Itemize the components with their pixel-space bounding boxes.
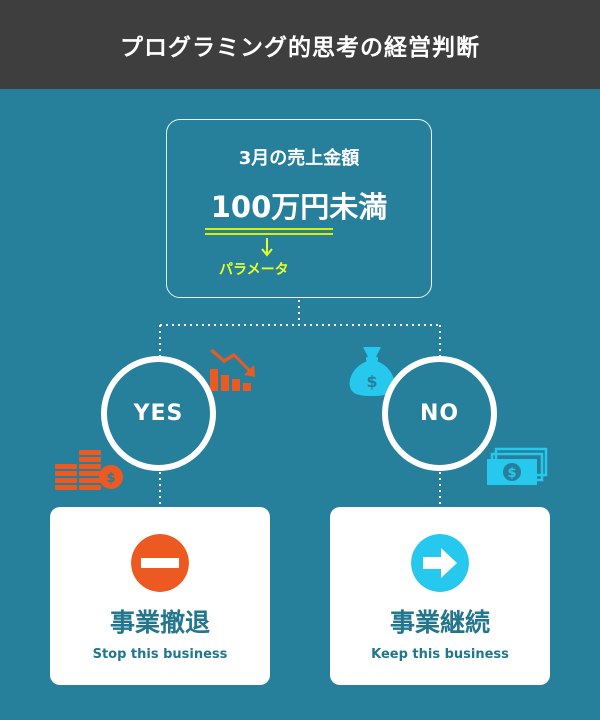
yes-circle: YES bbox=[101, 356, 216, 471]
stop-business-title: 事業撤退 bbox=[109, 608, 210, 637]
chart-down-icon bbox=[210, 349, 255, 391]
condition-value: 100万円未満 bbox=[210, 190, 388, 224]
svg-text:$: $ bbox=[366, 372, 377, 391]
page-title: プログラミング的思考の経営判断 bbox=[0, 0, 600, 89]
stop-icon bbox=[131, 534, 189, 592]
parameter-underline-2 bbox=[205, 233, 333, 235]
arrow-down-icon bbox=[261, 238, 273, 257]
parameter-label: パラメータ bbox=[219, 262, 289, 278]
parameter-underline bbox=[205, 228, 333, 230]
cash-stack-icon: $ bbox=[487, 447, 548, 485]
stop-business-subtitle: Stop this business bbox=[92, 647, 228, 662]
keep-business-subtitle: Keep this business bbox=[371, 647, 509, 662]
svg-text:$: $ bbox=[507, 466, 516, 481]
condition-label: 3月の売上金額 bbox=[238, 148, 360, 169]
svg-text:$: $ bbox=[106, 471, 115, 486]
no-circle: NO bbox=[382, 356, 497, 471]
arrow-right-icon bbox=[411, 534, 469, 592]
stop-business-card: 事業撤退 Stop this business bbox=[50, 507, 270, 685]
coins-icon: $ bbox=[55, 450, 123, 490]
keep-business-card: 事業継続 Keep this business bbox=[330, 507, 550, 685]
keep-business-title: 事業継続 bbox=[389, 608, 490, 637]
condition-box: 3月の売上金額 100万円未満 パラメータ bbox=[166, 119, 432, 298]
money-bag-icon: $ bbox=[349, 347, 395, 396]
